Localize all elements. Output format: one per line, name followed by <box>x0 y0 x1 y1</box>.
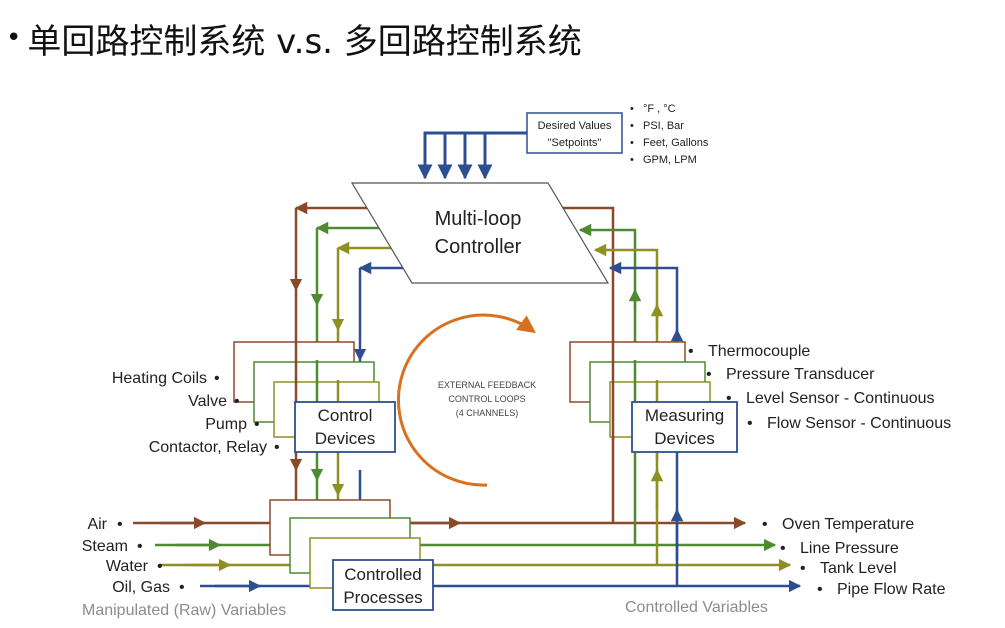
controller-label-line1: Multi-loop <box>435 208 522 230</box>
setpoint-units-list: • °F , °C • PSI, Bar • Feet, Gallons • G… <box>630 103 709 166</box>
measuring-devices-label-line2: Devices <box>654 429 714 448</box>
control-device-item: Heating Coils <box>112 370 207 387</box>
control-devices-label-line2: Devices <box>315 429 375 448</box>
bullet-icon: • <box>274 439 280 456</box>
manipulated-variables-label: Manipulated (Raw) Variables <box>82 602 286 619</box>
process-output-item: Line Pressure <box>800 540 899 557</box>
bullet-icon: • <box>726 390 732 407</box>
setpoints-box <box>526 112 623 154</box>
process-input-item: Steam <box>82 538 128 555</box>
bullet-icon: • <box>780 540 786 557</box>
control-device-item: Pump <box>205 416 247 433</box>
feedback-cycle-arrow-icon <box>396 313 536 487</box>
processes-label-line1: Controlled <box>344 565 422 584</box>
setpoint-unit: GPM, LPM <box>643 154 697 166</box>
process-input-item: Oil, Gas <box>112 579 170 596</box>
setpoint-unit: Feet, Gallons <box>643 137 709 149</box>
slide-title-text: 单回路控制系统 v.s. 多回路控制系统 <box>27 21 582 62</box>
setpoint-unit-bullet: • <box>630 103 634 115</box>
bullet-icon: • <box>254 416 260 433</box>
setpoints-box-line2: "Setpoints" <box>548 137 602 149</box>
measuring-devices-label-line1: Measuring <box>645 406 724 425</box>
setpoint-arrows <box>417 131 527 180</box>
process-input-item: Water <box>106 558 149 575</box>
bullet-icon: • <box>800 560 806 577</box>
bullet-icon: • <box>234 393 240 410</box>
center-label-line3: (4 CHANNELS) <box>456 408 519 418</box>
process-output-item: Oven Temperature <box>782 516 914 533</box>
control-devices-box <box>294 401 396 453</box>
processes-label-line2: Processes <box>343 588 422 607</box>
setpoint-unit-bullet: • <box>630 137 634 149</box>
bullet-icon: • <box>706 366 712 383</box>
process-input-list: Air Steam Water Oil, Gas <box>82 516 170 596</box>
measuring-device-item: Pressure Transducer <box>726 366 875 383</box>
process-input-bullets: • • • • <box>117 516 185 596</box>
bullet-icon: • <box>117 516 123 533</box>
bullet-icon: • <box>747 415 753 432</box>
process-output-item: Pipe Flow Rate <box>837 581 946 598</box>
center-label: EXTERNAL FEEDBACK CONTROL LOOPS (4 CHANN… <box>438 380 536 418</box>
process-input-item: Air <box>87 516 107 533</box>
controller-block <box>350 182 610 284</box>
bullet-icon: • <box>762 516 768 533</box>
control-devices-label-line1: Control <box>318 406 373 425</box>
measuring-device-item: Flow Sensor - Continuous <box>767 415 951 432</box>
control-device-item: Contactor, Relay <box>149 439 267 456</box>
measuring-device-item: Level Sensor - Continuous <box>746 390 935 407</box>
measuring-device-list: • Thermocouple • Pressure Transducer • L… <box>688 343 951 432</box>
setpoint-unit-bullet: • <box>630 120 634 132</box>
bullet-icon: • <box>214 370 220 387</box>
control-device-bullets: • • • • <box>214 370 280 456</box>
bullet-icon: • <box>157 558 163 575</box>
center-label-line1: EXTERNAL FEEDBACK <box>438 380 536 390</box>
controlled-variables-label: Controlled Variables <box>625 599 768 616</box>
process-output-list: • Oven Temperature • Line Pressure • Tan… <box>762 516 946 598</box>
setpoint-unit-bullet: • <box>630 154 634 166</box>
measuring-device-item: Thermocouple <box>708 343 810 360</box>
bullet-icon: • <box>688 343 694 360</box>
controlled-processes-box <box>332 559 434 611</box>
bullet-icon: • <box>179 579 185 596</box>
center-label-line2: CONTROL LOOPS <box>448 394 525 404</box>
measuring-devices-box <box>631 401 738 453</box>
setpoint-unit: °F , °C <box>643 103 676 115</box>
process-output-item: Tank Level <box>820 560 897 577</box>
setpoints-box-line1: Desired Values <box>538 120 612 132</box>
bullet-icon: • <box>817 581 823 598</box>
slide-title: • 单回路控制系统 v.s. 多回路控制系统 <box>6 10 582 66</box>
setpoint-unit: PSI, Bar <box>643 120 684 132</box>
controller-label-line2: Controller <box>435 236 522 258</box>
bullet-icon: • <box>6 23 22 53</box>
control-device-list: Heating Coils Valve Pump Contactor, Rela… <box>112 370 267 456</box>
bullet-icon: • <box>137 538 143 555</box>
control-device-item: Valve <box>188 393 227 410</box>
